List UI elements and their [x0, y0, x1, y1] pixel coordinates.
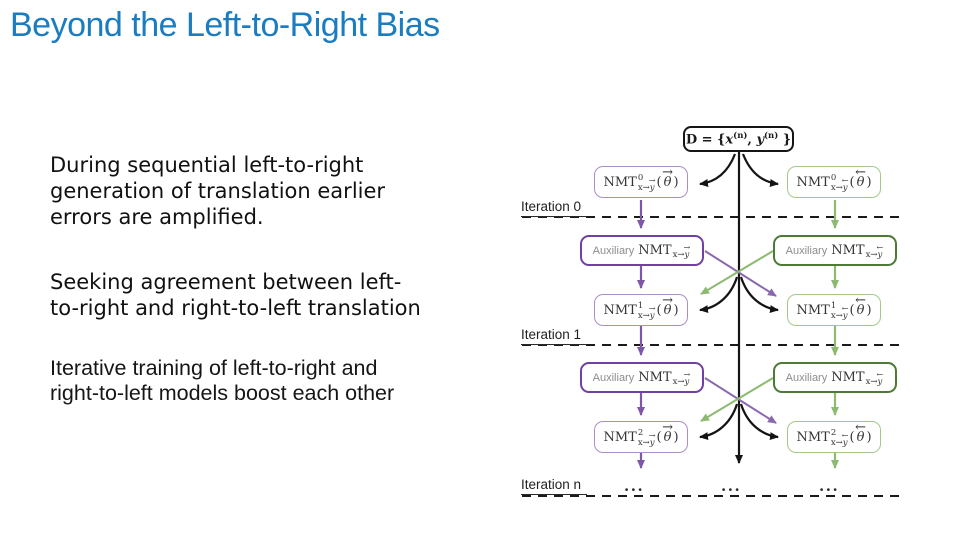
ellipsis-left-column: ... [624, 477, 645, 495]
paragraph-iterative-training: Iterative training of left-to-right and … [50, 356, 394, 406]
text-line: Seeking agreement between left- [50, 270, 402, 294]
text-line: During sequential left-to-right [50, 153, 364, 177]
paragraph-seeking-agreement: Seeking agreement between left- to-right… [50, 269, 421, 321]
text-line: to-right and right-to-left translation [50, 296, 421, 320]
paragraph-amplified-errors: During sequential left-to-right generati… [50, 152, 385, 230]
text-line: right-to-left models boost each other [50, 381, 395, 405]
ellipsis-right-column: ... [819, 477, 840, 495]
text-line: generation of translation earlier [50, 179, 386, 203]
iteration-separator-dashes [522, 216, 906, 497]
dataset-flow-arrows [699, 152, 779, 464]
dataset-formula: D = {x(n), y(n) } [685, 130, 792, 148]
text-line: errors are amplified. [50, 205, 264, 229]
auxiliary-label: Auxiliary [785, 371, 828, 384]
iteration-1-label: Iteration 1 [521, 327, 588, 345]
auxiliary-label: Auxiliary [592, 244, 635, 257]
auxiliary-cross-arrows [700, 250, 777, 424]
text-line: Iterative training of left-to-right and [50, 356, 378, 380]
auxiliary-label: Auxiliary [592, 371, 635, 384]
slide-title: Beyond the Left-to-Right Bias [10, 6, 440, 44]
iteration-n-label: Iteration n [521, 477, 588, 495]
ellipsis-center-column: ... [721, 477, 742, 495]
iteration-0-label: Iteration 0 [521, 199, 588, 217]
auxiliary-label: Auxiliary [785, 244, 828, 257]
dataset-box: D = {x(n), y(n) } [683, 126, 794, 152]
